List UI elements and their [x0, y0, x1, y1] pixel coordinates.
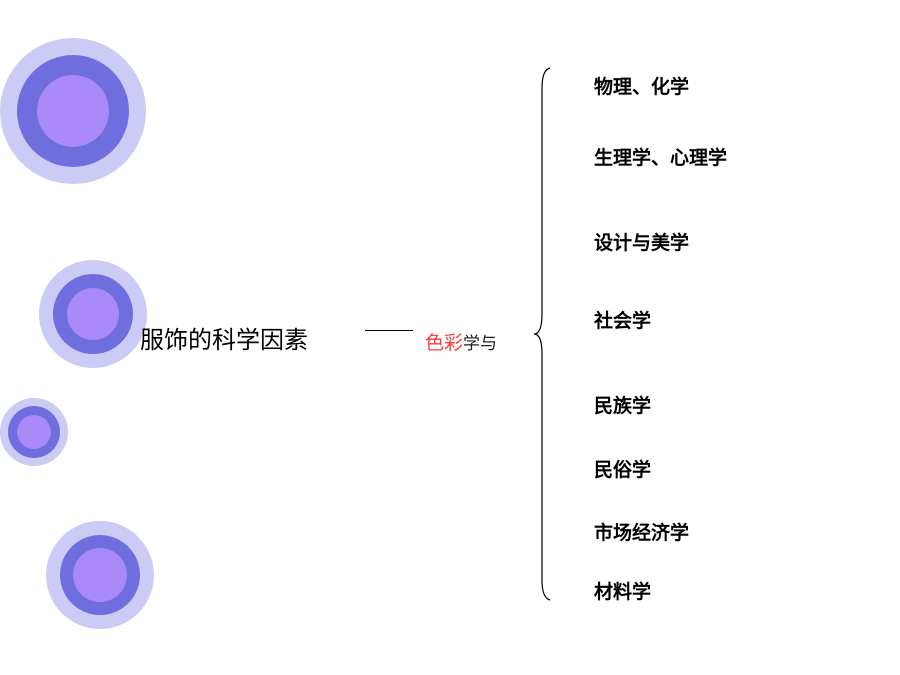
branch-item: 设计与美学 [594, 232, 690, 254]
branch-item: 市场经济学 [594, 522, 690, 544]
branch-item: 材料学 [594, 581, 652, 603]
circle-group-3 [0, 398, 68, 466]
branch-item: 物理、化学 [594, 76, 690, 98]
branch-item: 生理学、心理学 [594, 147, 728, 169]
connector-line [365, 330, 413, 331]
inner-disc [73, 548, 127, 602]
sub-label-rest: 学与 [463, 334, 498, 354]
inner-disc [67, 288, 119, 340]
circle-group-1 [0, 38, 146, 184]
curly-brace [533, 67, 551, 601]
branch-item: 社会学 [594, 310, 652, 332]
branch-list: 物理、化学 生理学、心理学 设计与美学 社会学 民族学 民俗学 市场经济学 材料… [594, 0, 874, 675]
inner-disc [17, 415, 51, 449]
main-title: 服饰的科学因素 [140, 326, 308, 354]
branch-item: 民族学 [594, 395, 652, 417]
branch-item: 民俗学 [594, 459, 652, 481]
circle-group-2 [39, 260, 147, 368]
sub-label: 色彩学与 [425, 328, 497, 355]
sub-label-highlight: 色彩 [425, 332, 464, 354]
circle-group-4 [46, 521, 154, 629]
inner-disc [37, 75, 109, 147]
